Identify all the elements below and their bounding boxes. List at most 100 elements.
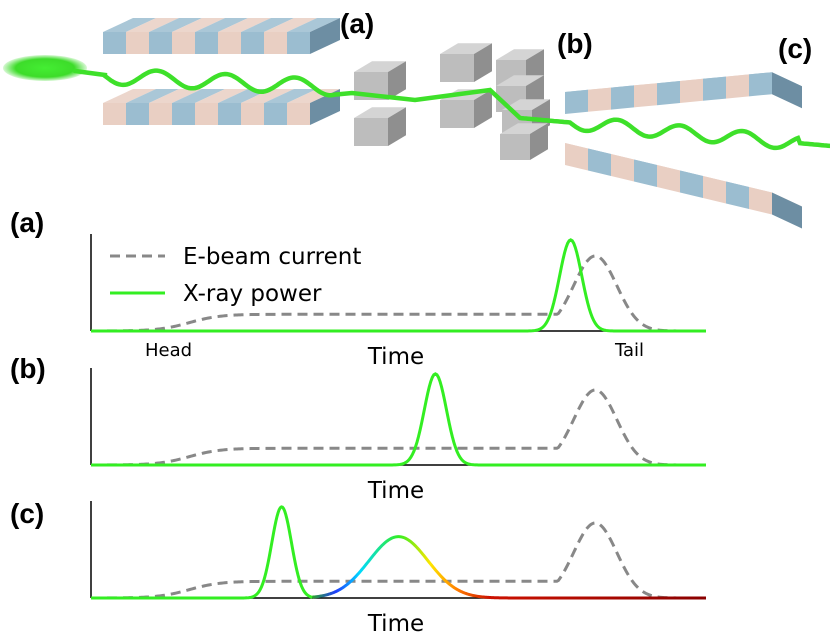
- undulator-segment-front: [611, 85, 634, 110]
- chicane-magnet-face: [440, 54, 474, 82]
- undulator-segment-front: [264, 32, 287, 54]
- undulator-segment-top: [126, 18, 179, 32]
- undulator-segment-top: [287, 18, 340, 32]
- undulator-segment-front: [703, 176, 726, 204]
- undulator-segment-front: [611, 154, 634, 182]
- undulator-2-top: [565, 72, 802, 114]
- undulator-segment-front: [634, 159, 657, 187]
- undulator-segment-front: [195, 32, 218, 54]
- undulator-segment-top: [126, 89, 179, 103]
- undulator-1-top: [103, 18, 340, 54]
- undulator-segment-front: [726, 74, 749, 99]
- undulator-segment-front: [149, 32, 172, 54]
- undulator-segment-front: [565, 89, 588, 114]
- chicane-magnet-face: [474, 43, 492, 82]
- xray-power-curve-b: [91, 372, 706, 467]
- undulator-segment-front: [241, 32, 264, 54]
- schematic-label-c: (c): [778, 33, 812, 64]
- chicane-magnet-face: [440, 100, 474, 128]
- undulator-segment-front: [634, 83, 657, 108]
- undulator-segment-front: [565, 143, 588, 171]
- plot-panel-b: (b) Time: [10, 353, 706, 504]
- chicane-magnets-b: [496, 49, 550, 160]
- beamline-schematic: (a) (b) (c): [3, 8, 830, 229]
- undulator-end-face: [772, 72, 802, 109]
- undulator-end-face: [310, 18, 340, 54]
- undulator-segment-top: [149, 18, 202, 32]
- undulator-segment-top: [241, 18, 294, 32]
- chicane-magnet-face: [530, 123, 548, 160]
- schematic-label-a: (a): [340, 8, 374, 39]
- undulator-segment-front: [195, 103, 218, 125]
- undulator-segment-front: [264, 103, 287, 125]
- x-axis-label-a: Time: [367, 344, 424, 370]
- undulator-segment-front: [657, 81, 680, 106]
- undulator-segment-front: [218, 103, 241, 125]
- undulator-segment-front: [241, 103, 264, 125]
- undulator-segment-front: [172, 32, 195, 54]
- undulator-segment-front: [703, 76, 726, 101]
- undulator-segment-front: [749, 187, 772, 215]
- plot-panel-a: (a) E-beam current X-ray power Head Tail…: [10, 207, 706, 370]
- undulator-segment-front: [149, 103, 172, 125]
- chicane-magnet-face: [502, 99, 550, 110]
- undulator-segment-front: [126, 103, 149, 125]
- panel-label-b: (b): [10, 353, 46, 384]
- chicane-magnets-a: [354, 43, 492, 146]
- undulator-segment-front: [749, 72, 772, 97]
- chicane-magnet-face: [354, 61, 406, 72]
- xray-power-curve-c-pulse1: [91, 505, 313, 600]
- undulator-segment-top: [264, 89, 317, 103]
- undulator-2-bottom: [565, 143, 802, 229]
- panel-label-c: (c): [10, 498, 44, 529]
- xray-power-curve-a: [91, 238, 706, 333]
- chicane-magnet-face: [388, 61, 406, 100]
- undulator-segment-front: [726, 181, 749, 209]
- undulator-segment-front: [103, 32, 126, 54]
- undulator-segment-front: [126, 32, 149, 54]
- undulator-segment-top: [195, 18, 248, 32]
- chicane-magnet-face: [496, 49, 544, 60]
- undulator-segment-front: [680, 78, 703, 103]
- xray-power-curve-c-pulse2: [312, 535, 706, 600]
- undulator-segment-front: [287, 103, 310, 125]
- legend-label-ebeam: E-beam current: [183, 244, 361, 270]
- undulator-segment-front: [287, 32, 310, 54]
- undulator-segment-top: [172, 18, 225, 32]
- undulator-end-face: [772, 192, 802, 229]
- undulator-segment-front: [588, 87, 611, 112]
- chicane-magnet-face: [500, 134, 530, 160]
- annotation-tail: Tail: [614, 340, 644, 361]
- undulator-segment-front: [218, 32, 241, 54]
- undulator-segment-front: [680, 170, 703, 198]
- undulator-segment-top: [218, 18, 271, 32]
- ebeam-current-curve-a: [91, 254, 706, 333]
- undulator-segment-front: [103, 103, 126, 125]
- chicane-magnet-face: [496, 75, 544, 86]
- x-axis-label-b: Time: [367, 478, 424, 504]
- electron-beam-path: [72, 68, 830, 151]
- chicane-magnet-face: [474, 89, 492, 128]
- undulator-segment-front: [172, 103, 195, 125]
- panel-label-a: (a): [10, 207, 44, 238]
- plot-panel-c: (c) Time: [10, 498, 706, 637]
- chicane-magnet-face: [354, 118, 388, 146]
- undulator-segment-top: [103, 89, 156, 103]
- undulator-segment-top: [195, 89, 248, 103]
- undulator-1-bottom: [103, 89, 340, 125]
- undulator-end-face: [310, 89, 340, 125]
- undulator-segment-top: [172, 89, 225, 103]
- x-axis-label-c: Time: [367, 611, 424, 637]
- undulator-segment-top: [149, 89, 202, 103]
- legend-label-xray: X-ray power: [183, 281, 322, 307]
- undulator-segment-top: [264, 18, 317, 32]
- undulator-segment-front: [657, 165, 680, 193]
- chicane-magnet-face: [388, 107, 406, 146]
- chicane-magnet-face: [354, 107, 406, 118]
- chicane-magnet-face: [440, 43, 492, 54]
- undulator-segment-top: [241, 89, 294, 103]
- ebeam-current-curve-b: [91, 388, 706, 467]
- ebeam-current-curve-c: [91, 521, 706, 600]
- chicane-magnet-face: [500, 123, 548, 134]
